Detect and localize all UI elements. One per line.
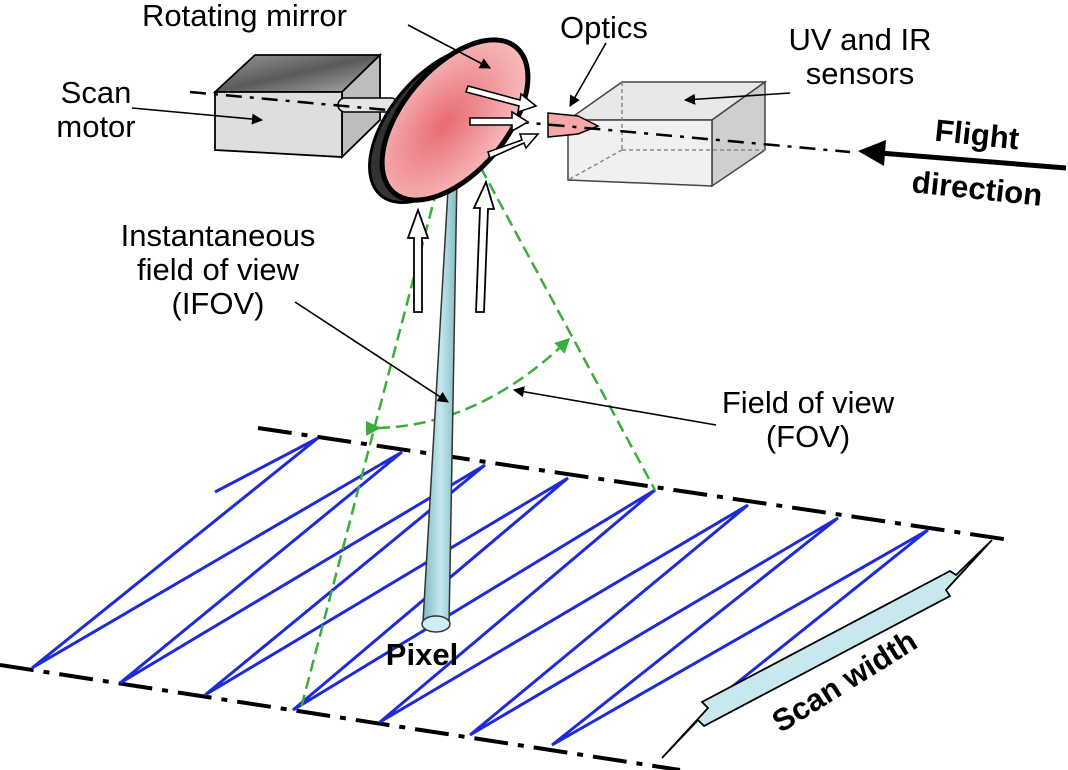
rotating-mirror [368,37,531,204]
label-flight-line2: direction [910,164,1044,212]
label-pixel: Pixel [386,637,458,672]
label-fov-line2: (FOV) [766,419,850,454]
flight-direction-arrow [858,140,1067,171]
label-sensors-line1: UV and IR [788,22,931,57]
label-ifov-line2: field of view [137,252,300,287]
light-path-arrows [464,85,540,160]
label-ifov-line1: Instantaneous [121,218,316,253]
ground-back-edge [257,426,1011,542]
ground-plane [0,426,1011,770]
label-scan-motor-line1: Scan [61,75,132,110]
scan-width-arrow [661,539,993,759]
label-scan-motor-line2: motor [56,109,135,144]
label-optics: Optics [560,10,648,45]
label-flight-line1: Flight [933,113,1021,157]
scan-lines [31,436,929,747]
label-fov-line1: Field of view [722,385,895,420]
label-ifov-line3: (IFOV) [172,286,265,321]
leader-lines [131,24,791,426]
ground-front-edge [0,663,681,770]
fov-arc-arrow [365,337,571,436]
fov-lines [298,119,657,713]
scan-motor-box [212,52,399,160]
label-rotating-mirror: Rotating mirror [142,0,347,33]
sensors-box [565,80,768,188]
incoming-radiation-arrows [406,179,496,313]
optics-cone [547,112,600,138]
label-sensors-line2: sensors [806,56,915,91]
pixel-spot [421,615,451,633]
